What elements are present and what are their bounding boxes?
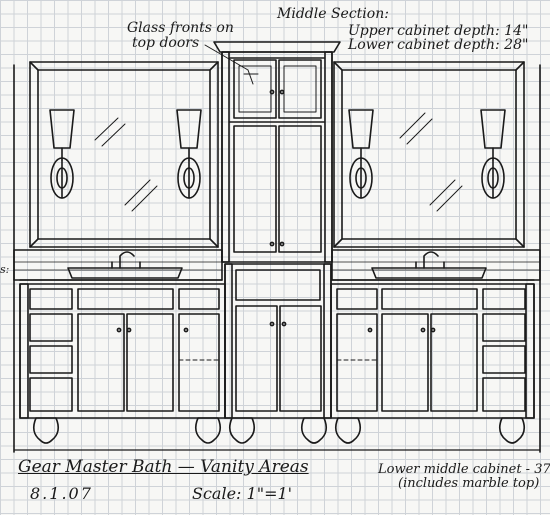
left-mirror <box>29 61 219 248</box>
middle-section-heading: Middle Section: <box>277 6 389 22</box>
drawing-scale: Scale: 1"=1' <box>192 484 293 503</box>
glass-fronts-note-line2: top doors <box>132 35 200 51</box>
right-vanity-base <box>330 283 535 419</box>
countertop-left <box>13 249 223 281</box>
glass-fronts-note-line1: Glass fronts on <box>127 20 234 36</box>
edge-mark: s: <box>0 263 10 276</box>
countertop-right <box>331 249 541 281</box>
drawing-title: Gear Master Bath — Vanity Areas <box>18 457 309 477</box>
sconce-left-1 <box>49 109 75 199</box>
right-mirror <box>333 61 525 248</box>
drawing-date: 8.1.07 <box>30 484 93 503</box>
lower-middle-cabinet-subnote: (includes marble top) <box>398 476 540 491</box>
sink-right <box>371 251 487 279</box>
lower-middle-cabinet-note: Lower middle cabinet - 37" <box>378 462 550 477</box>
cabinet-feet <box>32 417 526 444</box>
sconce-right-2 <box>480 109 506 199</box>
sink-left <box>67 251 183 279</box>
upper-cabinet-depth-note: Upper cabinet depth: 14" <box>348 23 529 39</box>
sconce-right-1 <box>348 109 374 199</box>
sconce-left-2 <box>176 109 202 199</box>
lower-cabinet-depth-note: Lower cabinet depth: 28" <box>348 37 529 53</box>
glass-note-leader <box>204 44 249 71</box>
middle-tower-cabinet <box>213 41 341 263</box>
middle-lower-cabinet <box>224 263 332 419</box>
left-vanity-base <box>19 283 226 419</box>
